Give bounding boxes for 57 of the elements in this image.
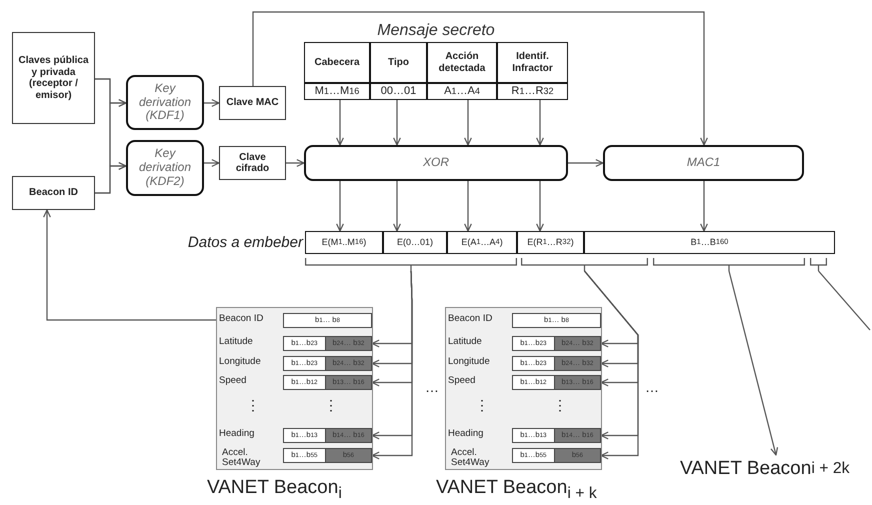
bracket: [521, 258, 648, 271]
connector-arrow: [464, 100, 472, 146]
beacon-title: VANET Beacon$_{i}$: [207, 477, 342, 503]
field-label: Latitude: [448, 337, 482, 348]
connector-arrow: [252, 11, 708, 146]
input-box: Claves pública y privada (receptor / emisor): [12, 32, 95, 124]
bracket: [653, 258, 805, 271]
field-label: Accel. Set4Way: [222, 448, 262, 469]
field-label: Longitude: [448, 357, 490, 368]
process-box: XOR: [304, 145, 568, 181]
vertical-ellipsis: ⋮: [246, 398, 260, 412]
connector-arrow: [700, 181, 708, 232]
table-cell: 00…01: [370, 83, 427, 100]
connector-arrow: [728, 270, 778, 456]
process-box: Key derivation (KDF1): [126, 75, 204, 130]
connector-arrow: [336, 181, 344, 232]
connector-arrow: [43, 209, 216, 321]
connector-arrow: [336, 100, 344, 146]
ellipsis: …: [425, 380, 439, 394]
bracket: [810, 258, 827, 271]
connector-arrow: [286, 159, 305, 167]
input-box: Beacon ID: [12, 176, 95, 210]
vertical-ellipsis: ⋮: [553, 398, 567, 412]
connector-arrow: [95, 162, 127, 194]
ellipsis: …: [645, 380, 659, 394]
row-title: Datos a embeber: [188, 234, 303, 252]
connector-arrow: [204, 159, 220, 167]
field-label: Speed: [219, 376, 246, 386]
data-cell: E(0…01): [383, 231, 447, 254]
beacon-title: VANET Beacon$_{i + k}$: [436, 477, 597, 503]
connector-arrow: [204, 99, 220, 107]
key-box: Clave cifrado: [219, 146, 286, 180]
field-label: Heading: [219, 429, 254, 440]
process-box: MAC1: [603, 145, 804, 181]
vertical-ellipsis: ⋮: [475, 398, 489, 412]
field-label: Accel. Set4Way: [451, 448, 490, 469]
field-label: Beacon ID: [448, 314, 492, 324]
table-header: Tipo: [370, 42, 427, 83]
connector-arrow: [536, 100, 544, 146]
table-title: Mensaje secreto: [376, 22, 496, 40]
table-header: Acción detectada: [427, 42, 497, 83]
field-label: Beacon ID: [219, 314, 264, 324]
process-box: Key derivation (KDF2): [126, 140, 204, 196]
connector-arrow: [536, 181, 544, 232]
connector-arrow: [393, 100, 401, 146]
connector-arrow: [393, 181, 401, 232]
connector-arrow: [568, 159, 604, 167]
field-label: Latitude: [219, 337, 253, 348]
table-header: Identif. Infractor: [497, 42, 568, 83]
key-box: Clave MAC: [219, 86, 286, 120]
connector-arrow: [464, 181, 472, 232]
field-label: Longitude: [219, 357, 261, 368]
field-label: Speed: [448, 376, 476, 386]
bracket: [305, 258, 517, 271]
vertical-ellipsis: ⋮: [324, 398, 338, 412]
field-label: Heading: [448, 429, 484, 440]
table-header: Cabecera: [304, 42, 370, 83]
